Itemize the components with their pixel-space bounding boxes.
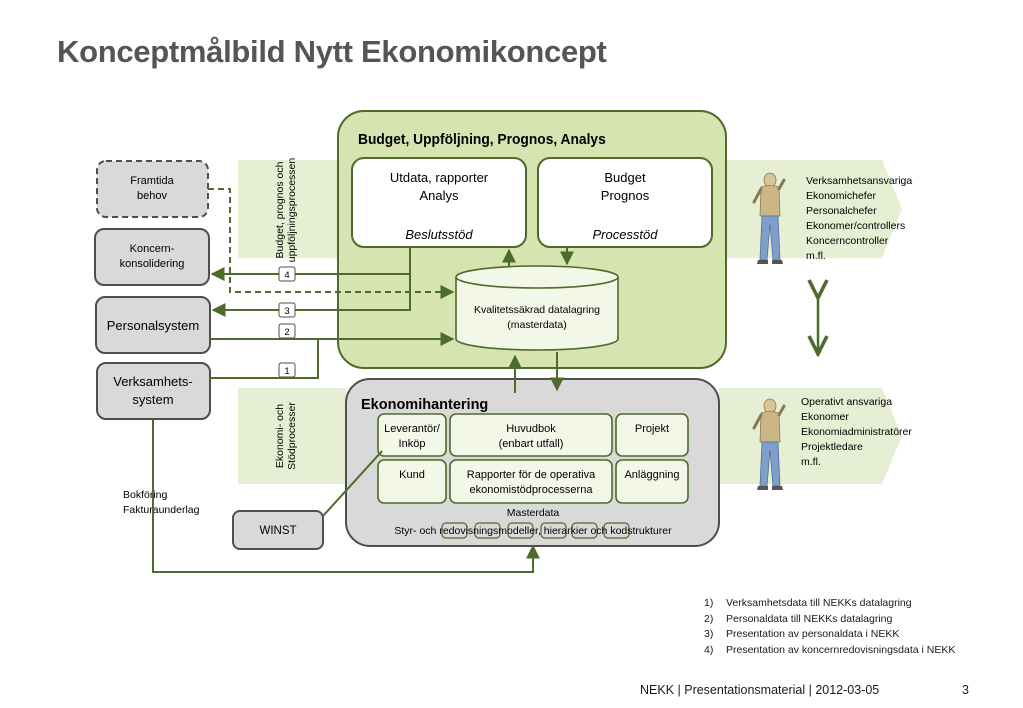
flow-winst — [322, 450, 383, 517]
datastore-line2: (masterdata) — [507, 319, 567, 331]
winst-label: WINST — [259, 525, 296, 537]
badge-4: 4 — [284, 270, 289, 281]
koncernkonsolidering-box[interactable] — [94, 228, 210, 286]
svg-text:Ekonomichefer: Ekonomichefer — [806, 190, 877, 202]
datastore-line1: Kvalitetssäkrad datalagring — [474, 304, 600, 316]
flow-1 — [210, 339, 319, 379]
budget-title: Budget, Uppföljning, Prognos, Analys — [358, 132, 606, 149]
projekt-label: Projekt — [635, 423, 669, 435]
rapporter-line1: Rapporter för de operativa — [467, 469, 596, 481]
svg-text:Operativt ansvariga: Operativt ansvariga — [801, 396, 892, 408]
bokforing-line2: Fakturaunderlag — [123, 504, 200, 516]
leverantor-line1: Leverantör/ — [384, 423, 441, 435]
verksamhet-line2: system — [132, 392, 173, 407]
svg-text:m.fl.: m.fl. — [806, 250, 826, 262]
processtod-box[interactable] — [537, 157, 713, 248]
flow-bokforing — [152, 419, 540, 573]
huvudbok-line2: (enbart utfall) — [499, 438, 564, 450]
framtida-line1: Framtida — [130, 175, 174, 187]
roles-top-list: Verksamhetsansvariga Ekonomichefer Perso… — [806, 175, 912, 262]
projekt-cell[interactable] — [615, 413, 689, 457]
footnote-item: 3)Presentation av personaldata i NEKK — [704, 628, 900, 640]
framtida-line2: behov — [137, 190, 167, 202]
processtod-line2: Prognos — [601, 188, 650, 203]
huvudbok-line1: Huvudbok — [506, 423, 556, 435]
rapporter-cell[interactable] — [449, 459, 613, 504]
koncern-line2: konsolidering — [120, 258, 185, 270]
ekonomi-title: Ekonomihantering — [361, 397, 488, 413]
svg-text:uppföljningsprocessen: uppföljningsprocessen — [286, 158, 298, 263]
kund-label: Kund — [399, 469, 425, 481]
ekonomi-band — [238, 388, 902, 484]
badge-3: 3 — [284, 306, 289, 317]
leverantor-line2: Inköp — [399, 438, 426, 450]
footnote-item: 1)Verksamhetsdata till NEKKs datalagring — [704, 597, 912, 609]
rapporter-line2: ekonomistödprocesserna — [470, 484, 594, 496]
masterdata-pills — [441, 522, 630, 539]
svg-text:Projektledare: Projektledare — [801, 441, 863, 453]
svg-text:Verksamhetsansvariga: Verksamhetsansvariga — [806, 175, 912, 187]
processtod-caption: Processtöd — [592, 227, 658, 242]
roles-bottom-list: Operativt ansvariga Ekonomer Ekonomiadmi… — [801, 396, 912, 468]
ekonomi-band-label: Ekonomi- och Stödprocesser — [274, 402, 298, 470]
svg-text:Ekonomer/controllers: Ekonomer/controllers — [806, 220, 905, 232]
svg-text:Budget, prognos och: Budget, prognos och — [274, 161, 286, 258]
leverantor-cell[interactable] — [377, 413, 447, 457]
beslutsstod-line2: Analys — [419, 188, 459, 203]
badge-1: 1 — [284, 366, 289, 377]
svg-text:Ekonomi- och: Ekonomi- och — [274, 404, 286, 468]
person-icon — [752, 398, 786, 490]
bokforing-line1: Bokföring — [123, 489, 168, 501]
person-icon — [752, 172, 786, 264]
badge-2: 2 — [284, 327, 289, 338]
svg-text:Ekonomiadministratörer: Ekonomiadministratörer — [801, 426, 912, 438]
flow-framtida-dashed — [208, 188, 455, 299]
svg-text:Personalchefer: Personalchefer — [806, 205, 877, 217]
footnotes: 1)Verksamhetsdata till NEKKs datalagring… — [704, 596, 955, 658]
svg-text:Ekonomer: Ekonomer — [801, 411, 849, 423]
personalsystem-label: Personalsystem — [107, 318, 199, 333]
page-number: 3 — [962, 683, 969, 697]
footnote-item: 4)Presentation av koncernredovisningsdat… — [704, 643, 956, 656]
beslutsstod-box[interactable] — [351, 157, 527, 248]
winst-box[interactable] — [232, 510, 324, 550]
verksamhet-line1: Verksamhets- — [113, 374, 192, 389]
beslutsstod-line1: Utdata, rapporter — [390, 170, 489, 185]
huvudbok-cell[interactable] — [449, 413, 613, 457]
svg-text:m.fl.: m.fl. — [801, 456, 821, 468]
styr-label: Styr- och redovisningsmodeller, hierarki… — [394, 525, 672, 537]
framtida-behov-box[interactable] — [96, 160, 209, 218]
flow-number-badges: 4 3 2 1 — [278, 266, 296, 378]
svg-text:Koncerncontroller: Koncerncontroller — [806, 235, 889, 247]
page-title: Konceptmålbild Nytt Ekonomikoncept — [57, 34, 607, 69]
kund-cell[interactable] — [377, 459, 447, 504]
anlaggning-label: Anläggning — [624, 469, 679, 481]
svg-text:Stödprocesser: Stödprocesser — [286, 402, 298, 470]
ekonomi-grid: Leverantör/ Inköp Huvudbok (enbart utfal… — [377, 413, 689, 504]
footnote-item: 2)Personaldata till NEKKs datalagring — [704, 612, 893, 625]
processtod-line1: Budget — [604, 170, 646, 185]
beslutsstod-caption: Beslutsstöd — [405, 227, 473, 242]
budget-band-label: Budget, prognos och uppföljningsprocesse… — [274, 158, 298, 263]
personalsystem-box[interactable] — [95, 296, 211, 354]
anlaggning-cell[interactable] — [615, 459, 689, 504]
masterdata-label: Masterdata — [507, 507, 560, 519]
verksamhetssystem-box[interactable] — [96, 362, 211, 420]
datastore-cylinder[interactable] — [455, 265, 619, 351]
footer-text: NEKK | Presentationsmaterial | 2012-03-0… — [640, 683, 880, 697]
budget-band — [238, 160, 902, 258]
koncern-line1: Koncern- — [130, 243, 175, 255]
